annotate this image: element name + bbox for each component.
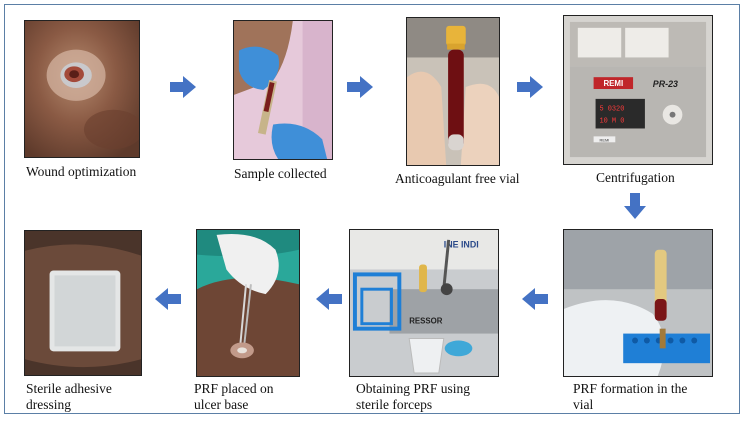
label-prf-placed: PRF placed on ulcer base (194, 381, 274, 413)
label-wound-optimization: Wound optimization (26, 164, 136, 180)
arrow-right-3 (517, 76, 543, 98)
photo-prf-formation (563, 229, 713, 377)
label-prf-formation: PRF formation in the vial (573, 381, 687, 413)
arrow-down (624, 193, 646, 219)
device-model: PR-23 (653, 79, 678, 89)
label-obtaining-prf: Obtaining PRF using sterile forceps (356, 381, 470, 413)
photo-obtaining-prf: INE INDI RESSOR (349, 229, 499, 377)
photo-anticoagulant-vial (406, 17, 500, 166)
photo-wound-optimization (24, 20, 140, 158)
display-speed: 5 0320 (600, 106, 625, 114)
label-obtaining-prf-line2: sterile forceps (356, 397, 470, 413)
label-prf-formation-line2: vial (573, 397, 687, 413)
photo-centrifugation: REMI PR-23 5 0320 10 M 0 REMI (563, 15, 713, 165)
photo-sterile-dressing (24, 230, 142, 376)
label-sterile-dressing: Sterile adhesive dressing (26, 381, 112, 413)
label-sterile-dressing-line2: dressing (26, 397, 112, 413)
device-plate: REMI (600, 137, 610, 142)
label-prf-placed-line2: ulcer base (194, 397, 274, 413)
display-time: 10 M 0 (600, 118, 625, 126)
label-obtaining-prf-line1: Obtaining PRF using (356, 381, 470, 397)
label-prf-formation-line1: PRF formation in the (573, 381, 687, 397)
device-label: RESSOR (409, 317, 443, 326)
arrow-left-1 (522, 288, 548, 310)
arrow-right-1 (170, 76, 196, 98)
arrow-left-3 (155, 288, 181, 310)
label-centrifugation: Centrifugation (596, 170, 675, 186)
label-sample-collected: Sample collected (234, 166, 327, 182)
label-anticoagulant-free-vial: Anticoagulant free vial (395, 171, 519, 187)
device-brand: REMI (603, 79, 623, 88)
label-prf-placed-line1: PRF placed on (194, 381, 274, 397)
label-sterile-dressing-line1: Sterile adhesive (26, 381, 112, 397)
photo-sample-collected (233, 20, 333, 160)
arrow-right-2 (347, 76, 373, 98)
photo-prf-placed (196, 229, 300, 377)
arrow-left-2 (316, 288, 342, 310)
